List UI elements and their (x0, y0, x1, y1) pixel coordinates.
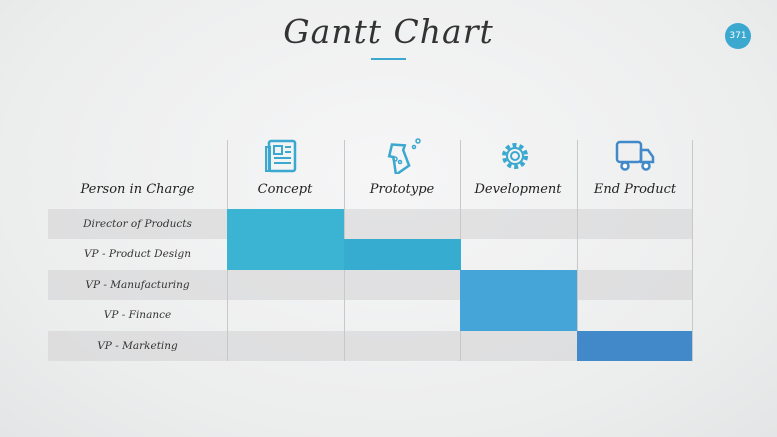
row-band (48, 209, 693, 239)
phase-header: End Product (593, 182, 677, 197)
page-title: Gantt Chart (283, 12, 494, 51)
phase-header: Concept (257, 182, 313, 197)
row-band (48, 269, 693, 300)
gear-icon (460, 138, 576, 174)
page-number-badge: 371 (725, 23, 751, 49)
row-label: VP - Marketing (97, 339, 178, 352)
phase-header: Development (474, 182, 562, 197)
row-label: VP - Finance (103, 309, 172, 322)
row-label: VP - Manufacturing (85, 278, 190, 291)
row-label: Director of Products (83, 218, 192, 230)
newspaper-icon (227, 138, 343, 174)
phase-header: Prototype (369, 182, 435, 197)
row-header: Person in Charge (80, 182, 195, 197)
row-label: VP - Product Design (83, 248, 192, 261)
truck-icon (577, 138, 693, 174)
flask-icon (344, 138, 460, 174)
gantt-bar (344, 239, 461, 270)
gantt-bar (227, 209, 344, 270)
column-divider (577, 140, 578, 361)
title-underline (371, 58, 406, 60)
gantt-bar (460, 269, 577, 331)
column-divider (692, 140, 693, 361)
gantt-bar (577, 330, 692, 361)
